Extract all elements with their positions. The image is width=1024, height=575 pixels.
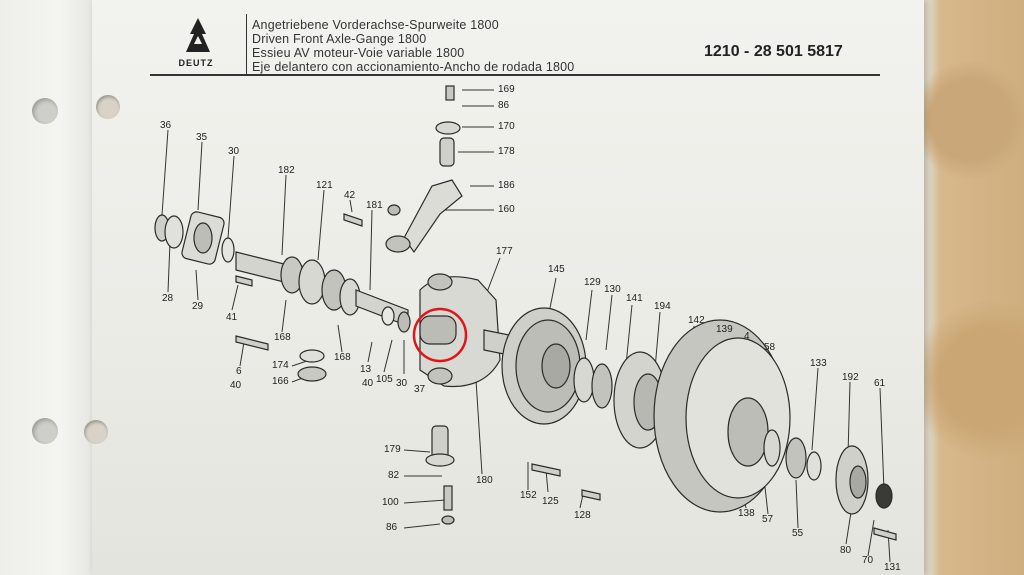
binder-page-left	[0, 0, 100, 575]
callout-121: 121	[316, 180, 333, 191]
callout-36: 36	[160, 120, 172, 131]
callout-30: 30	[228, 146, 240, 157]
callout-30-b: 30	[396, 378, 408, 389]
punch-hole	[96, 95, 120, 119]
callout-194: 194	[654, 301, 671, 312]
callout-6: 6	[236, 366, 242, 377]
punch-hole	[84, 420, 108, 444]
callout-169: 169	[498, 84, 515, 95]
part-number: 1210 - 28 501 5817	[704, 43, 843, 60]
callout-35: 35	[196, 132, 208, 143]
callout-100: 100	[382, 497, 399, 508]
highlight-circle	[412, 307, 468, 363]
binder-hole	[32, 98, 58, 124]
callout-80: 80	[840, 545, 852, 556]
binder-hole	[32, 418, 58, 444]
callout-70: 70	[862, 555, 874, 566]
logo-box	[150, 14, 247, 76]
callout-13: 13	[360, 364, 372, 375]
callout-133: 133	[810, 358, 827, 369]
callout-82: 82	[388, 470, 400, 481]
callout-58: 58	[764, 342, 776, 353]
callout-142: 142	[688, 315, 705, 326]
callout-61: 61	[874, 378, 886, 389]
callout-29: 29	[192, 301, 204, 312]
callout-125: 125	[542, 496, 559, 507]
title-spanish: Eje delantero con accionamiento-Ancho de…	[252, 60, 575, 74]
callout-28: 28	[162, 293, 174, 304]
callout-160: 160	[498, 204, 515, 215]
callout-182: 182	[278, 165, 295, 176]
callout-86-a: 86	[498, 100, 510, 111]
callout-138: 138	[738, 508, 755, 519]
parts-catalog-sheet	[84, 0, 924, 575]
title-french: Essieu AV moteur-Voie variable 1800	[252, 46, 465, 60]
callout-168-a: 168	[274, 332, 291, 343]
deutz-logo-icon	[186, 18, 210, 52]
callout-139: 139	[716, 324, 733, 335]
callout-131: 131	[884, 562, 901, 573]
callout-40-a: 40	[230, 380, 242, 391]
callout-168-b: 168	[334, 352, 351, 363]
callout-152: 152	[520, 490, 537, 501]
callout-186: 186	[498, 180, 515, 191]
callout-179: 179	[384, 444, 401, 455]
header-rule	[150, 74, 880, 76]
callout-128: 128	[574, 510, 591, 521]
callout-105: 105	[376, 374, 393, 385]
callout-170: 170	[498, 121, 515, 132]
callout-177: 177	[496, 246, 513, 257]
callout-55: 55	[792, 528, 804, 539]
callout-57: 57	[762, 514, 774, 525]
callout-41: 41	[226, 312, 238, 323]
callout-130: 130	[604, 284, 621, 295]
callout-40-b: 40	[362, 378, 374, 389]
title-german: Angetriebene Vorderachse-Spurweite 1800	[252, 18, 499, 32]
callout-145: 145	[548, 264, 565, 275]
callout-192: 192	[842, 372, 859, 383]
brand-name: DEUTZ	[178, 58, 214, 68]
callout-129: 129	[584, 277, 601, 288]
callout-174: 174	[272, 360, 289, 371]
callout-180: 180	[476, 475, 493, 486]
callout-42: 42	[344, 190, 356, 201]
callout-86-b: 86	[386, 522, 398, 533]
title-english: Driven Front Axle-Gange 1800	[252, 32, 427, 46]
callout-141: 141	[626, 293, 643, 304]
callout-181: 181	[366, 200, 383, 211]
callout-166: 166	[272, 376, 289, 387]
callout-178: 178	[498, 146, 515, 157]
callout-37: 37	[414, 384, 426, 395]
callout-4: 4	[744, 331, 750, 342]
